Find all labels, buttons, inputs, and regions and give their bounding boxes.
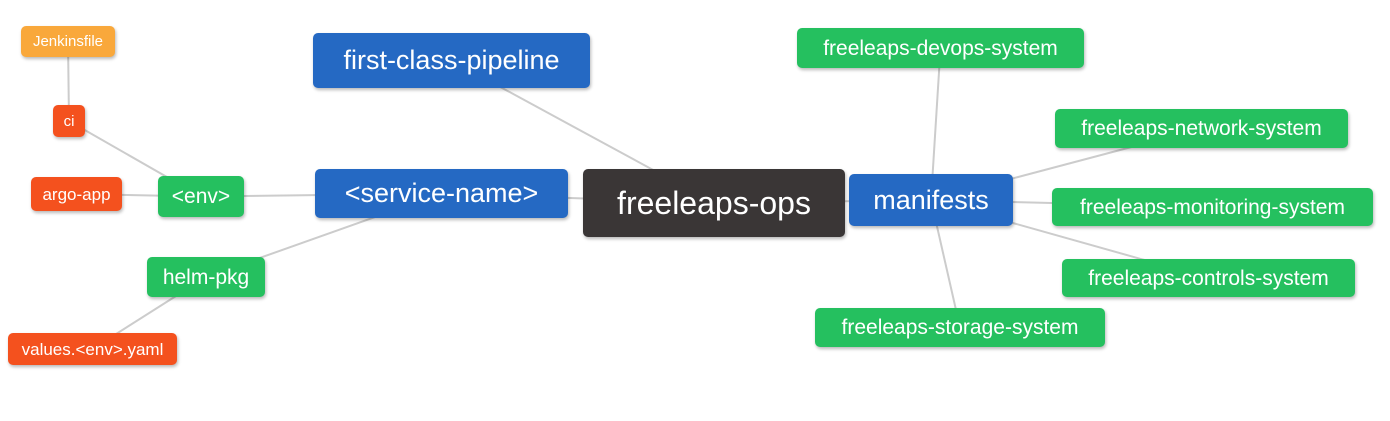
node-first-class-pipeline[interactable]: first-class-pipeline [313, 33, 590, 88]
node-values-env-yaml[interactable]: values.<env>.yaml [8, 333, 177, 365]
node-freeleaps-monitoring-system[interactable]: freeleaps-monitoring-system [1052, 188, 1373, 226]
node-ci[interactable]: ci [53, 105, 85, 137]
node-manifests[interactable]: manifests [849, 174, 1013, 226]
node-freeleaps-network-system[interactable]: freeleaps-network-system [1055, 109, 1348, 148]
node-freeleaps-ops[interactable]: freeleaps-ops [583, 169, 845, 237]
node-env[interactable]: <env> [158, 176, 244, 217]
node-argo-app[interactable]: argo-app [31, 177, 122, 211]
node-helm-pkg[interactable]: helm-pkg [147, 257, 265, 297]
node-freeleaps-devops-system[interactable]: freeleaps-devops-system [797, 28, 1084, 68]
node-freeleaps-controls-system[interactable]: freeleaps-controls-system [1062, 259, 1355, 297]
node-jenkinsfile[interactable]: Jenkinsfile [21, 26, 115, 57]
node-freeleaps-storage-system[interactable]: freeleaps-storage-system [815, 308, 1105, 347]
node-service-name[interactable]: <service-name> [315, 169, 568, 218]
